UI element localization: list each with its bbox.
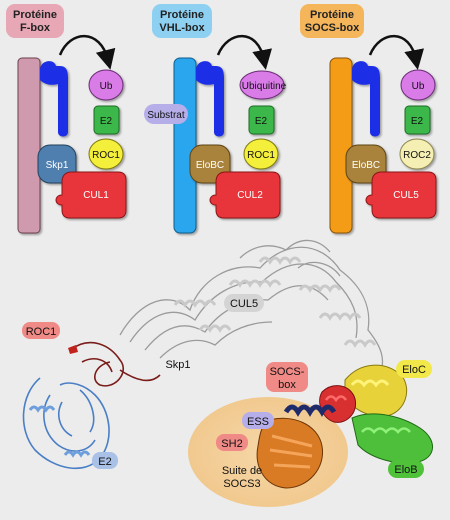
substrat-label-bg [144,104,188,124]
suite-socs3-label-line1: Suite de [222,465,262,477]
panel-vhlbox-title-line1: Protéine [160,9,204,21]
panel-vhlbox-title-bg [152,4,212,38]
e2-helix-coils [28,405,91,458]
panel-socsbox: Protéine SOCS-box Ub E2 EloBC ROC2 CUL5 [300,4,437,234]
panel-socsbox-title-line1: Protéine [310,9,354,21]
ub-ellipse [239,70,285,100]
ring-roc1 [88,138,124,170]
e2-structure-label: E2 [98,456,111,468]
cullin-label: CUL2 [237,190,263,201]
sh2-ribbon [256,417,324,489]
cul5-structure-label-bg [224,294,264,312]
e2-label: E2 [411,116,424,127]
protein-structure: ROC1 Skp1 CUL5 SOCS- box EloC ESS SH2 Su… [22,239,433,507]
cul5-helix-coils [173,256,377,348]
cullin-label: CUL5 [393,190,419,201]
substrate-shape [352,61,380,137]
sh2-label-bg [216,434,248,451]
panel-fbox-title-line2: F-box [20,22,51,34]
substrate-shape [40,61,68,137]
eloc-label: EloC [402,364,426,376]
e2-structure-label-bg [92,452,118,469]
adaptor-label: EloBC [352,160,380,171]
adaptor-label: EloBC [196,160,224,171]
panel-vhlbox: Protéine VHL-box Substrat Ubiquitine E2 … [144,4,287,234]
roc1-linker [119,369,161,382]
socs-box-label-bg [266,362,308,392]
e2-box [248,105,275,135]
elob-label-bg [388,460,424,478]
sh2-label: SH2 [221,438,242,450]
eloc-ribbon [344,364,408,417]
ring-label: ROC2 [403,150,431,161]
panel-fbox-title-line1: Protéine [13,9,57,21]
ub-ellipse [400,69,436,101]
suite-socs3-label-line2: SOCS3 [223,478,260,490]
ubiquitin-transfer-arrow [58,34,116,70]
elob-label: EloB [394,464,417,476]
ring-roc1 [243,138,279,170]
panel-vhlbox-title-line2: VHL-box [159,22,205,34]
cullin-cul5 [365,171,437,219]
ring-label: ROC1 [247,150,275,161]
panel-fbox: Protéine F-box Ub E2 Skp1 ROC1 CUL1 [6,4,127,234]
e2-box [93,105,120,135]
roc1-structure-label-bg [22,322,60,339]
ub-label: Ub [412,81,425,92]
ub-label: Ub [100,81,113,92]
ub-ellipse [88,69,124,101]
roc1-zinc [68,345,78,354]
elob-ribbon [351,413,433,464]
socs-box-label-line2: box [278,379,296,391]
cullin-cul2 [209,171,281,219]
panel-socsbox-title-bg [300,4,364,38]
e2-label: E2 [100,116,113,127]
substrate-shape [196,61,224,137]
ess-helix [283,404,337,417]
substrat-label: Substrat [147,110,184,121]
ess-label-bg [242,412,274,429]
fbox-bar [17,57,41,234]
socs-box-label-line1: SOCS- [270,366,305,378]
roc1-structure-label: ROC1 [26,326,57,338]
panel-socsbox-title-line2: SOCS-box [305,22,360,34]
ubiquitin-transfer-arrow [368,34,424,70]
eloc-label-bg [396,360,432,378]
adaptor-label: Skp1 [46,160,69,171]
ring-roc2 [399,138,435,170]
ring-label: ROC1 [92,150,120,161]
cul5-structure-label: CUL5 [230,298,258,310]
ub-label: Ubiquitine [242,81,287,92]
ubiquitin-transfer-arrow [216,34,272,70]
socsbox-bar [329,57,353,234]
vhlbox-bar [173,57,197,234]
roc1-ribbon [69,341,124,387]
skp1-structure-label: Skp1 [165,359,190,371]
ess-label: ESS [247,416,269,428]
cullin-label: CUL1 [83,190,109,201]
panel-fbox-title-bg [6,4,64,38]
e2-box [404,105,431,135]
cullin-cul1 [55,171,127,219]
e2-label: E2 [255,116,268,127]
